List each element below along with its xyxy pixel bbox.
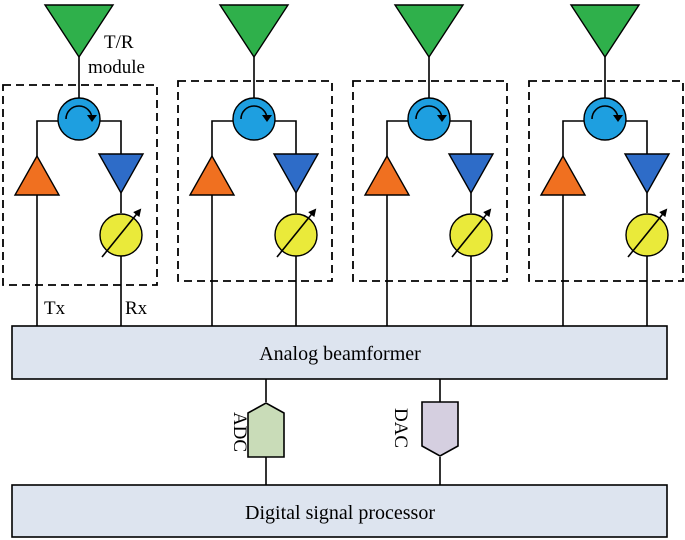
circulator-icon	[57, 97, 101, 141]
phase-shifter-arrow	[101, 208, 142, 258]
tr-module-4	[528, 4, 684, 326]
tr-module-box	[177, 80, 333, 282]
tr-module-box	[528, 80, 684, 282]
circulator-arc	[65, 105, 93, 120]
circulator-icon	[407, 97, 451, 141]
tx-branch-line	[562, 120, 584, 158]
tx-amplifier-icon	[539, 154, 587, 196]
rx-amplifier-icon	[623, 153, 671, 195]
tr-module-label-line2: module	[88, 57, 145, 78]
rx-branch-line	[275, 120, 297, 154]
modules-layer	[2, 4, 684, 326]
analog-beamformer-block	[11, 325, 668, 380]
rx-branch-line	[100, 120, 122, 154]
antenna-icon	[393, 4, 465, 59]
dac-label: DAC	[390, 408, 411, 448]
phase-shifter-arrow	[627, 208, 668, 258]
circulator-arc	[240, 105, 268, 120]
tr-module-label-line1: T/R	[104, 32, 134, 53]
phase-shifter-icon	[449, 213, 493, 257]
phase-shifter-arrow	[451, 208, 492, 258]
tr-module-1	[2, 4, 158, 326]
circulator-arc	[591, 105, 619, 120]
antenna-icon	[43, 4, 115, 59]
adc-label: ADC	[229, 412, 250, 452]
circulator-icon	[232, 97, 276, 141]
digital-signal-processor-block	[11, 484, 668, 538]
digital-signal-processor-label: Digital signal processor	[245, 502, 435, 524]
adc-converter-shape	[247, 402, 285, 458]
rx-branch-line	[450, 120, 472, 154]
phase-shifter-icon	[274, 213, 318, 257]
antenna-icon	[569, 4, 641, 59]
rx-amplifier-icon	[97, 153, 145, 195]
rx-label: Rx	[125, 298, 148, 319]
rx-amplifier-icon	[272, 153, 320, 195]
phase-shifter-arrow	[276, 208, 317, 258]
tr-module-3	[352, 4, 508, 326]
rx-branch-line	[626, 120, 648, 154]
circulator-arrowhead	[87, 115, 97, 122]
tx-amplifier-icon	[363, 154, 411, 196]
analog-beamformer-label: Analog beamformer	[259, 343, 421, 365]
circulator-arrowhead	[437, 115, 447, 122]
tx-branch-line	[211, 120, 233, 158]
tx-amplifier-icon	[13, 154, 61, 196]
tx-amplifier-icon	[188, 154, 236, 196]
phase-shifter-icon	[99, 213, 143, 257]
rx-amplifier-icon	[447, 153, 495, 195]
circulator-icon	[583, 97, 627, 141]
circulator-arc	[415, 105, 443, 120]
tr-module-box	[352, 80, 508, 282]
circulator-arrowhead	[262, 115, 272, 122]
tr-module-box	[2, 84, 158, 286]
tx-branch-line	[386, 120, 408, 158]
tr-module-2	[177, 4, 333, 326]
circulator-arrowhead	[613, 115, 623, 122]
antenna-icon	[218, 4, 290, 59]
dac-converter-shape	[421, 401, 459, 457]
tx-label: Tx	[44, 298, 66, 319]
tx-branch-line	[36, 120, 58, 158]
phase-shifter-icon	[625, 213, 669, 257]
